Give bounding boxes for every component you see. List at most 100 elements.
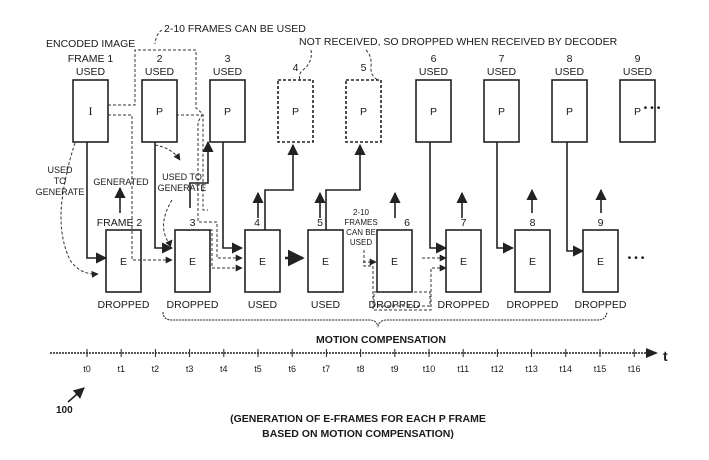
e-frame-type: E [391,256,398,268]
dashed-p1-to-e4 [200,229,243,272]
timeline-tick-label: t13 [525,364,538,374]
p-frame-number: 8 [567,53,573,65]
p-frame-type: I [89,104,93,118]
connector-e4-to-p4 [264,143,299,230]
e-frame-number: 4 [254,217,260,229]
p-frame-number: 6 [431,53,437,65]
p-frame-type: P [292,106,299,118]
p-frame-number: FRAME 1 [68,53,114,65]
p-frame-status: USED [555,66,585,78]
dashed-p2-callout [154,144,181,161]
p-frame-status: USED [76,66,106,78]
timeline-tick-label: t8 [357,364,365,374]
p-frame-number: 5 [361,62,367,74]
dashed-p2-to-e4 [176,114,243,262]
timeline-tick-label: t10 [423,364,436,374]
e6-dropped-dashed-outline [373,291,431,307]
e-row-ellipsis: • • • [628,252,645,264]
dashed-callout-to-e3 [163,199,173,248]
e-frame-number: 6 [404,217,410,229]
e-frame-box [105,229,142,293]
p-frame-type: P [566,106,573,118]
timeline-tick-label: t4 [220,364,228,374]
e-frame-number: 3 [190,217,196,229]
e-frame-status: DROPPED [369,299,421,311]
p-frame-number: 2 [157,53,163,65]
e-frame-number: 8 [530,217,536,229]
e-frame-type: E [189,256,196,268]
dashed-used-to-generate-e2 [60,142,99,278]
e-frame-type: E [597,256,604,268]
connector-e5-to-p5 [325,143,366,230]
e-frame-number: 7 [461,217,467,229]
dashed-region-to-e7 [363,250,447,311]
e-frame-number: 9 [598,217,604,229]
connector-p3-to-e4 [222,142,244,254]
timeline-arrowhead [646,348,658,358]
used-to-generate-left-line3: GENERATE [36,187,85,197]
frames-can-be-used-small-line2: FRAMES [344,218,377,227]
p-frame-type: P [498,106,505,118]
generated-label: GENERATED [93,177,149,187]
p-frame-box [345,79,382,143]
timeline-tick-label: t1 [117,364,125,374]
used-to-generate-left-line1: USED [47,165,73,175]
connector-p7-to-e8 [496,142,515,254]
p-frame-number: 7 [499,53,505,65]
timeline-tick-label: t6 [288,364,296,374]
frames-callout-leader [154,29,163,45]
p-frame-type: P [634,106,641,118]
reference-arrow [67,387,85,403]
timeline-tick-label: t2 [152,364,160,374]
p-frame-box [619,79,656,143]
timeline-tick-label: t11 [457,364,469,374]
used-to-generate-mid-line2: GENERATE [158,183,207,193]
e-frame-type: E [529,256,536,268]
timeline-tick-label: t5 [254,364,262,374]
timeline-tick-label: t3 [186,364,194,374]
p-frame-box [72,79,109,143]
p-frame-box [141,79,178,143]
connector-p6-to-e7 [429,142,448,254]
e-frame-number: 5 [317,217,323,229]
not-received-leader-5 [365,49,379,81]
e-frame-number: FRAME 2 [97,217,143,229]
p-frame-box [415,79,452,143]
p-frame-type: P [156,106,163,118]
e-frame-box [514,229,551,293]
p-frame-number: 9 [635,53,641,65]
e-frame-status: USED [311,299,341,311]
not-received-label: NOT RECEIVED, SO DROPPED WHEN RECEIVED B… [299,36,618,48]
p-frame-5: P5 [345,62,382,143]
dashed-frame1-to-e3 [108,114,173,264]
timeline-tick-label: t9 [391,364,399,374]
e-frame-status: DROPPED [438,299,490,311]
frames-region-outline [108,49,208,211]
frames-can-be-used-small-line4: USED [350,238,372,247]
p-frame-status: USED [213,66,243,78]
encoded-image-label: ENCODED IMAGE [46,38,135,50]
p-frame-4: P4 [277,62,314,143]
e-frame-status: USED [248,299,278,311]
p-row-ellipsis: • • • [644,102,661,114]
e-frame-type: E [322,256,329,268]
connector-p2-to-e3 [154,142,174,254]
motion-compensation-brace [162,311,608,328]
reference-numeral: 100 [56,405,73,416]
used-to-generate-left-line2: TO [54,176,66,186]
e-frame-box [244,229,281,293]
used-to-generate-mid-line1: USED TO [162,172,202,182]
e-frame-type: E [120,256,127,268]
